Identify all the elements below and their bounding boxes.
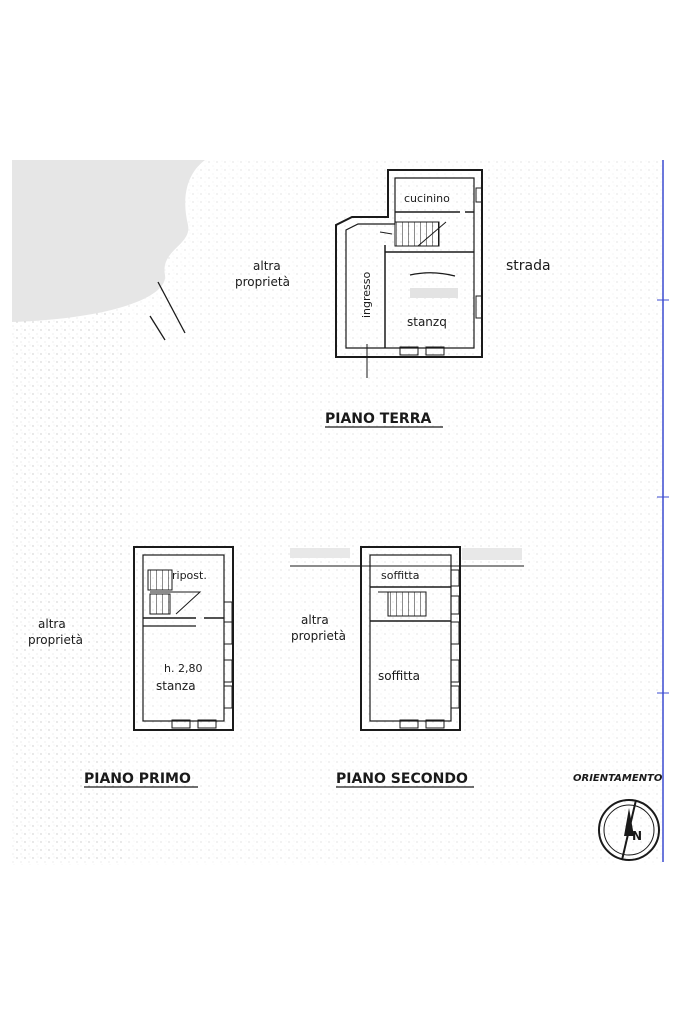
north-letter: N (632, 829, 642, 843)
room-label-soffitta-main: soffitta (378, 669, 420, 683)
neighbour-label-first-line2: proprietà (28, 633, 83, 647)
neighbour-label-ground-line1: altra (253, 259, 281, 273)
neighbour-label-ground-line2: proprietà (235, 275, 290, 289)
redaction-room-label (410, 288, 458, 298)
sheet-border-ticks (657, 299, 669, 694)
title-piano-terra: PIANO TERRA (325, 411, 431, 427)
boundary-lines-top-left (149, 281, 186, 341)
neighbour-label-first-line1: altra (38, 617, 66, 631)
redaction-top-left (12, 160, 205, 322)
street-label: strada (506, 258, 551, 274)
orientation-label-clip (665, 770, 683, 786)
orientation-label: ORIENTAMENTO (573, 773, 663, 784)
redaction-strip-right (462, 548, 522, 560)
neighbour-label-second-line1: altra (301, 613, 329, 627)
room-label-ingresso: ingresso (360, 271, 373, 318)
first-floor-plan (133, 546, 234, 731)
title-piano-primo: PIANO PRIMO (84, 771, 191, 787)
room-label-stanzq: stanzq (407, 315, 447, 329)
north-arrow-icon: N (598, 799, 660, 861)
redaction-strip-left (290, 548, 350, 558)
second-floor-plan (360, 546, 461, 731)
title-piano-secondo: PIANO SECONDO (336, 771, 468, 787)
room-label-stanza: stanza (156, 679, 196, 693)
room-label-cucinino: cucinino (404, 192, 450, 205)
room-label-ripost: ripost. (172, 569, 207, 582)
room-height-label: h. 2,80 (164, 662, 202, 675)
room-label-soffitta-top: soffitta (381, 569, 419, 582)
neighbour-label-second-line2: proprietà (291, 629, 346, 643)
ground-floor-plan (335, 169, 483, 378)
